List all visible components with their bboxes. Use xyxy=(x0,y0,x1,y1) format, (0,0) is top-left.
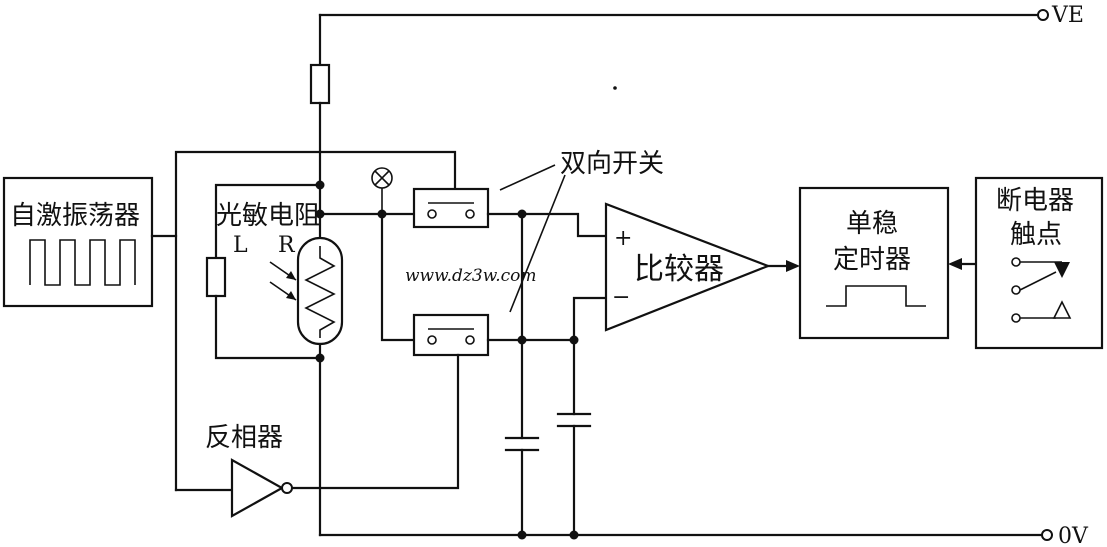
l-label: L xyxy=(233,233,248,258)
ve-rail xyxy=(318,9,1049,21)
inverter-label: 反相器 xyxy=(205,423,283,453)
lamp-cross-icon xyxy=(371,167,393,214)
breaker-label-2: 触点 xyxy=(1010,220,1062,250)
photoresistor-label: 光敏电阻 xyxy=(216,201,320,231)
square-wave-icon xyxy=(29,239,136,286)
junction-dot xyxy=(569,530,579,540)
ve-label: VE xyxy=(1051,3,1084,28)
single-pulse-icon xyxy=(826,285,926,307)
breaker-contacts-block xyxy=(974,176,1104,350)
monostable-label-2: 定时器 xyxy=(833,245,911,275)
junction-dot xyxy=(315,209,325,219)
speck xyxy=(613,86,617,90)
monostable-label-1: 单稳 xyxy=(846,209,898,239)
pointer-line xyxy=(509,174,566,313)
wire xyxy=(486,212,608,238)
resistor-l xyxy=(205,256,227,298)
light-arrows-icon xyxy=(269,261,297,301)
comparator-plus: + xyxy=(614,226,632,251)
arrow xyxy=(786,260,800,272)
photoresistor-element xyxy=(304,246,336,338)
oscillator-bus xyxy=(174,150,457,492)
supply-resistor xyxy=(309,63,331,105)
junction-dot xyxy=(315,353,325,363)
switch-top xyxy=(412,187,490,229)
bidirectional-switch-label: 双向开关 xyxy=(560,149,664,179)
junction-dot xyxy=(315,180,325,190)
zero-v-rail xyxy=(318,529,1053,541)
inverter-output-wire xyxy=(290,353,460,490)
oscillator-label: 自激振荡器 xyxy=(10,201,140,231)
comparator-label: 比较器 xyxy=(634,252,724,287)
junction-dot xyxy=(517,530,527,540)
oscillator-block xyxy=(2,176,154,308)
watermark: www.dz3w.com xyxy=(405,266,537,286)
capacitor-right xyxy=(556,338,592,537)
wire xyxy=(572,296,608,342)
monostable-timer xyxy=(798,186,950,340)
pointer-line xyxy=(499,164,556,191)
capacitor-left xyxy=(504,212,540,537)
switch-bottom xyxy=(412,313,490,357)
inverter xyxy=(230,458,293,518)
comparator xyxy=(604,202,772,332)
wire xyxy=(214,294,322,360)
wire xyxy=(380,212,416,342)
relay-contact-icon xyxy=(1011,257,1072,323)
r-label: R xyxy=(278,233,296,258)
comparator-minus: − xyxy=(612,285,630,310)
wire xyxy=(214,183,322,260)
zero-v-label: 0V xyxy=(1058,524,1089,547)
breaker-label-1: 断电器 xyxy=(996,186,1074,216)
arrow xyxy=(948,258,962,270)
